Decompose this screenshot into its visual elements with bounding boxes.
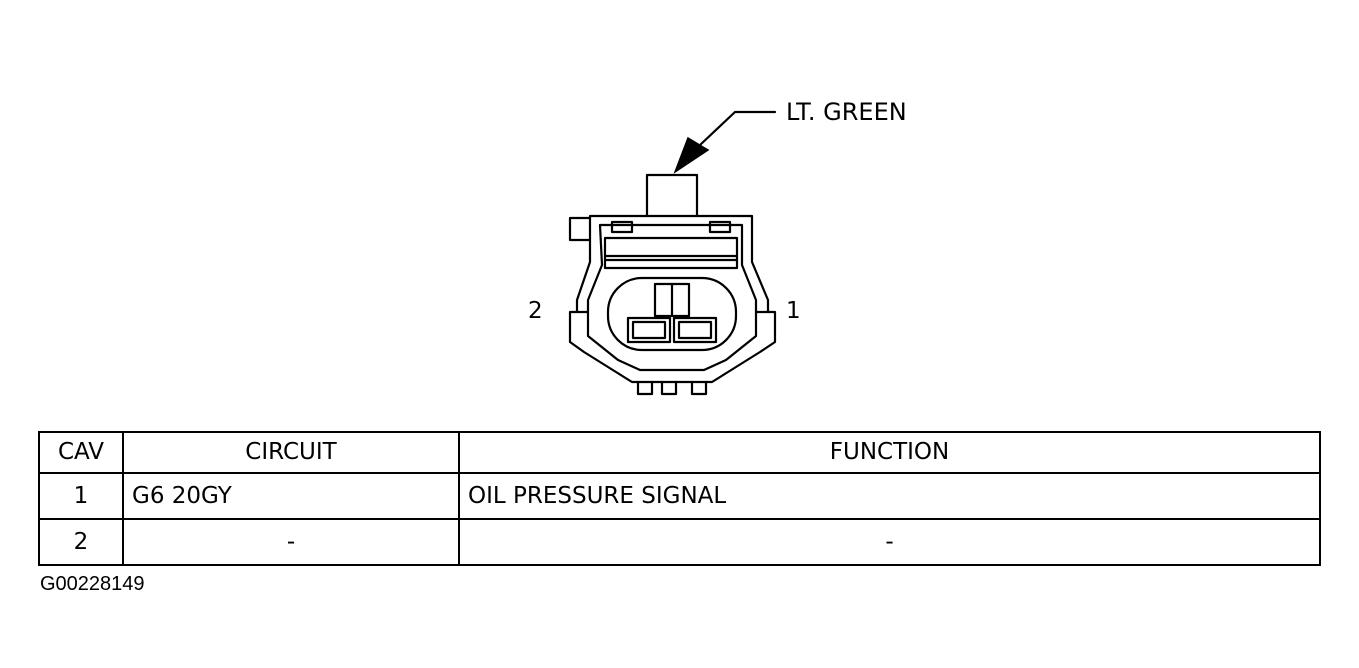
color-label: LT. GREEN xyxy=(786,98,907,126)
connector-lock-tab xyxy=(568,216,592,242)
header-circuit: CIRCUIT xyxy=(122,431,460,474)
connector-stem xyxy=(645,173,699,218)
terminal-cavity-2 xyxy=(626,316,672,344)
table-row: 2 - - xyxy=(38,518,1321,566)
cell-circuit: G6 20GY xyxy=(122,472,460,520)
pinout-table: CAV CIRCUIT FUNCTION 1 G6 20GY OIL PRESS… xyxy=(38,431,1321,566)
header-cav: CAV xyxy=(38,431,124,474)
cell-cav: 1 xyxy=(38,472,124,520)
pin-label-right: 1 xyxy=(786,298,801,324)
connector-housing-inner xyxy=(586,223,758,372)
cell-function: - xyxy=(458,518,1321,566)
color-arrow-head xyxy=(673,136,710,174)
header-function: FUNCTION xyxy=(458,431,1321,474)
connector-latch-bar xyxy=(603,236,739,270)
table-header-row: CAV CIRCUIT FUNCTION xyxy=(38,431,1321,474)
color-leader-line xyxy=(698,110,777,147)
connector-cavity-area xyxy=(606,276,738,352)
cell-function: OIL PRESSURE SIGNAL xyxy=(458,472,1321,520)
cell-cav: 2 xyxy=(38,518,124,566)
terminal-cavity-1 xyxy=(672,316,718,344)
pin-label-left: 2 xyxy=(528,298,543,324)
figure-id: G00228149 xyxy=(40,573,145,595)
connector-bottom-legs xyxy=(636,380,708,396)
cell-circuit: - xyxy=(122,518,460,566)
table-row: 1 G6 20GY OIL PRESSURE SIGNAL xyxy=(38,472,1321,520)
connector-diagram: LT. GREEN 2 1 xyxy=(528,98,907,396)
